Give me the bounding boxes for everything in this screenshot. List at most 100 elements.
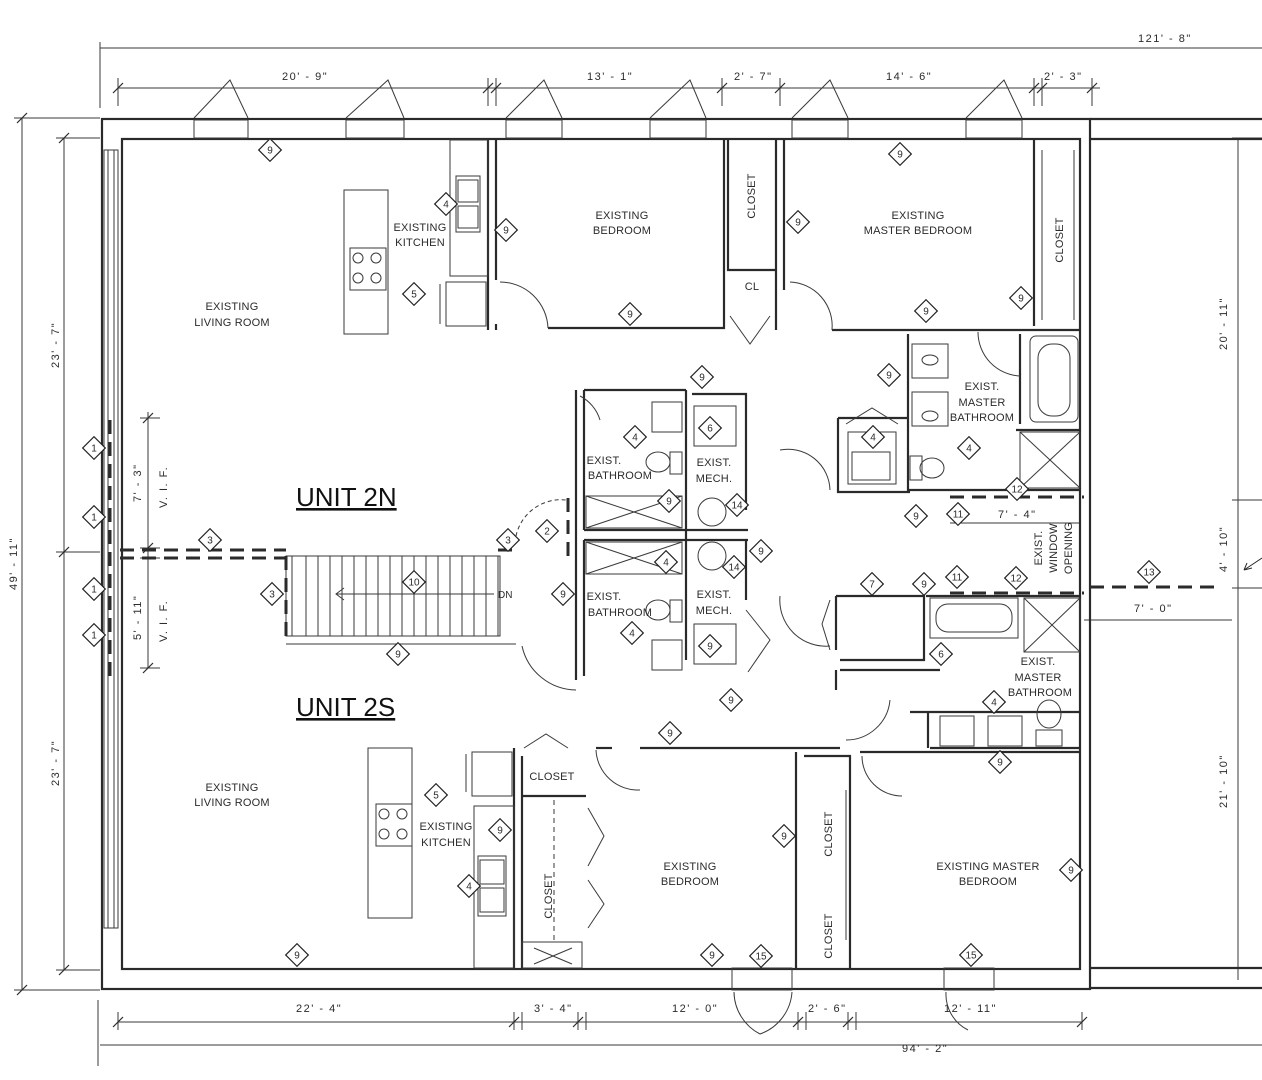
south-door-swings — [523, 595, 969, 1035]
keynote-diamond — [689, 364, 715, 390]
keynote-number: 4 — [466, 882, 472, 893]
north-kitchen-label-2: KITCHEN — [395, 237, 445, 249]
keynote-number: 5 — [433, 791, 439, 802]
north-master-bath-fixtures — [845, 335, 1081, 489]
right-dim-upper: 20' - 11" — [1218, 297, 1230, 350]
keynote-number: 1 — [91, 631, 97, 642]
left-dim-upper: 23' - 7" — [50, 322, 62, 368]
top-windows — [193, 79, 1023, 139]
keynote-number: 9 — [897, 150, 903, 161]
south-master-bath-label-3: BATHROOM — [1008, 687, 1072, 699]
left-dim-lower: 23' - 7" — [50, 740, 62, 786]
bottom-dim-2: 3' - 4" — [534, 1003, 573, 1015]
room-labels: EXISTING LIVING ROOM EXISTING KITCHEN EX… — [194, 173, 1075, 958]
keynote-number: 2 — [544, 527, 550, 538]
keynote-number: 9 — [497, 826, 503, 837]
keynote-number: 4 — [991, 698, 997, 709]
top-dim-1: 20' - 9" — [282, 71, 328, 83]
top-dim-2: 13' - 1" — [587, 71, 633, 83]
keynote-diamond — [718, 687, 744, 713]
north-door-swings — [499, 281, 1021, 491]
keynote-diamond — [859, 571, 885, 597]
keynote-diamond — [401, 281, 427, 307]
keynote-number: 9 — [667, 729, 673, 740]
south-fixtures — [367, 597, 1081, 991]
keynote-number: 6 — [707, 424, 713, 435]
right-dim-lower: 21' - 10" — [1218, 754, 1230, 808]
bottom-dim-1: 22' - 4" — [296, 1003, 342, 1015]
south-mech-label-1: EXIST. — [697, 589, 732, 601]
keynote-diamond — [724, 492, 750, 518]
overall-top-dimension: 121' - 8" — [1138, 33, 1192, 45]
keynote-number: 14 — [728, 563, 740, 574]
keynote-number: 3 — [207, 536, 213, 547]
stair — [285, 555, 516, 645]
keynote-diamond — [981, 689, 1007, 715]
north-master-bedroom-label-2: MASTER BEDROOM — [864, 225, 973, 237]
keynote-number: 9 — [709, 951, 715, 962]
keynote-diamond — [550, 581, 576, 607]
core-fixtures — [521, 395, 771, 691]
keynote-diamond — [456, 873, 482, 899]
window-opening-label-3: OPENING — [1063, 522, 1075, 574]
north-master-bath-label-2: MASTER — [958, 397, 1005, 409]
keynote-number: 9 — [886, 371, 892, 382]
keynote-number: 1 — [91, 513, 97, 524]
keynote-number: 9 — [923, 307, 929, 318]
keynote-number: 9 — [795, 218, 801, 229]
keynote-diamond — [1136, 559, 1162, 585]
keynote-diamond — [876, 362, 902, 388]
keynote-diamond — [197, 527, 223, 553]
north-bedroom-label-1: EXISTING — [596, 210, 649, 222]
south-mech-label-2: MECH. — [696, 605, 732, 617]
south-master-bedroom-label-2: BEDROOM — [959, 876, 1017, 888]
keynote-diamond — [534, 518, 560, 544]
keynote-diamond — [928, 641, 954, 667]
north-bath-label-2: BATHROOM — [588, 470, 652, 482]
keynote-diamond — [903, 503, 929, 529]
keynote-number: 9 — [627, 310, 633, 321]
keynote-number: 9 — [560, 590, 566, 601]
keynote-diamond — [1008, 285, 1034, 311]
keynote-diamond — [423, 782, 449, 808]
north-living-room-label-2: LIVING ROOM — [194, 317, 270, 329]
keynote-number: 9 — [699, 373, 705, 384]
keynote-diamond — [721, 554, 747, 580]
keynote-diamond — [259, 581, 285, 607]
vif-lower-label: V. I. F. — [158, 600, 170, 642]
keynote-number: 9 — [728, 696, 734, 707]
south-living-room-label-1: EXISTING — [206, 782, 259, 794]
keynote-diamond — [945, 501, 971, 527]
keynote-number: 14 — [731, 501, 743, 512]
keynote-number: 3 — [505, 536, 511, 547]
right-dim-middle: 4' - 10" — [1218, 526, 1230, 572]
south-bedroom-label-1: EXISTING — [664, 861, 717, 873]
vif-upper-dimension: 7' - 3" — [132, 463, 144, 502]
keynote-number: 10 — [408, 578, 420, 589]
window-wall — [103, 149, 119, 929]
keynote-number: 13 — [1143, 568, 1155, 579]
keynote-number: 7 — [869, 580, 875, 591]
keynote-diamond — [1004, 476, 1030, 502]
north-cl-label: CL — [745, 281, 759, 293]
keynote-diamond — [697, 633, 723, 659]
stair-down-label: DN — [498, 590, 512, 601]
south-bedroom-label-2: BEDROOM — [661, 876, 719, 888]
keynote-number: 3 — [269, 590, 275, 601]
south-kitchen-label-1: EXISTING — [420, 821, 473, 833]
keynote-diamond — [433, 191, 459, 217]
keynote-diamond — [913, 298, 939, 324]
dimension-ticks — [16, 82, 1098, 1028]
keynote-diamond — [257, 137, 283, 163]
north-kitchen-fixtures — [343, 139, 489, 335]
keynote-diamond — [385, 641, 411, 667]
north-closet-label: CLOSET — [746, 173, 758, 218]
north-unit-walls — [486, 140, 1080, 494]
overall-left-dimension: 49' - 11" — [8, 537, 20, 590]
keynote-number: 4 — [870, 433, 876, 444]
keynote-number: 12 — [1010, 574, 1022, 585]
south-closet-right-2-label: CLOSET — [823, 913, 835, 958]
keynote-diamond — [1058, 857, 1084, 883]
south-bath-label-2: BATHROOM — [588, 607, 652, 619]
north-mech-label-2: MECH. — [696, 473, 732, 485]
